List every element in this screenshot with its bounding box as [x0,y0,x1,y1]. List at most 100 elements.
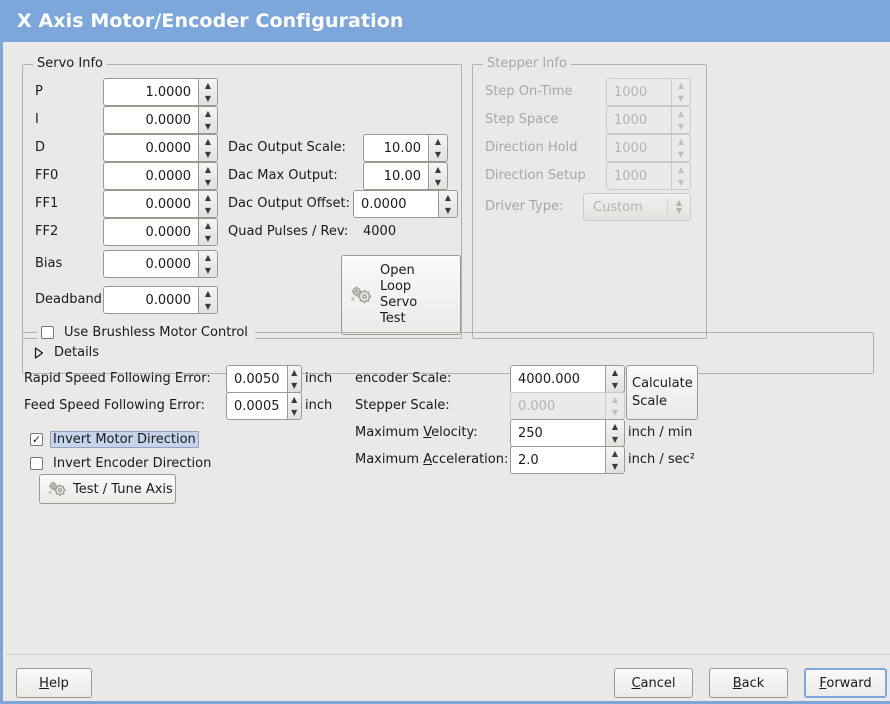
spin-down-icon[interactable]: ▼ [434,177,442,187]
servo-spin-p[interactable]: 1.0000 ▲ ▼ [103,78,218,106]
spin-down-icon[interactable]: ▼ [291,380,298,390]
servo-spin-bias[interactable]: 0.0000 ▲ ▼ [103,250,218,278]
dac-output-scale-buttons[interactable]: ▲ ▼ [428,134,448,162]
rapid-speed-spin-buttons[interactable]: ▲ ▼ [286,365,302,393]
forward-button[interactable]: Forward [804,668,887,698]
spin-down-icon[interactable]: ▼ [204,177,212,187]
servo-value-i[interactable]: 0.0000 [103,106,198,134]
servo-spin-buttons-ff1[interactable]: ▲ ▼ [198,190,218,218]
help-button[interactable]: Help [16,668,92,698]
dac-output-offset-buttons[interactable]: ▲ ▼ [438,190,458,218]
servo-spin-buttons-p[interactable]: ▲ ▼ [198,78,218,106]
encoder-scale-buttons[interactable]: ▲ ▼ [605,365,625,393]
servo-spin-ff2[interactable]: 0.0000 ▲ ▼ [103,218,218,246]
spin-down-icon[interactable]: ▼ [444,205,452,215]
spin-down-icon[interactable]: ▼ [204,265,212,275]
spin-up-icon[interactable]: ▲ [204,80,212,90]
spin-up-icon[interactable]: ▲ [204,108,212,118]
spin-down-icon[interactable]: ▼ [434,149,442,159]
feed-speed-spin-buttons[interactable]: ▲ ▼ [286,392,302,420]
servo-spin-ff0[interactable]: 0.0000 ▲ ▼ [103,162,218,190]
maximum-velocity-spin[interactable]: 250 ▲ ▼ [510,419,625,447]
invert-motor-direction-checkbox[interactable]: ✓ Invert Motor Direction [30,431,199,448]
rapid-speed-following-error-value[interactable]: 0.0050 [226,365,287,393]
servo-spin-d[interactable]: 0.0000 ▲ ▼ [103,134,218,162]
spin-down-icon[interactable]: ▼ [204,149,212,159]
open-loop-servo-test-button[interactable]: Open Loop Servo Test [341,255,461,335]
spin-up-icon[interactable]: ▲ [611,421,619,431]
servo-label-deadband: Deadband [35,292,102,307]
checkbox-indicator[interactable]: ✓ [30,433,43,446]
dac-max-output-spin[interactable]: 10.00 ▲ ▼ [363,162,448,190]
cancel-button[interactable]: Cancel [614,668,693,698]
checkbox-indicator[interactable] [41,326,54,339]
step-space-buttons: ▲ ▼ [671,106,691,134]
rapid-speed-following-error-spin[interactable]: 0.0050 ▲ ▼ [226,365,302,393]
servo-value-ff1[interactable]: 0.0000 [103,190,198,218]
calculate-scale-button[interactable]: Calculate Scale [626,365,698,420]
servo-spin-ff1[interactable]: 0.0000 ▲ ▼ [103,190,218,218]
spin-down-icon[interactable]: ▼ [204,93,212,103]
spin-up-icon[interactable]: ▲ [204,252,212,262]
maximum-velocity-value[interactable]: 250 [510,419,605,447]
spin-up-icon[interactable]: ▲ [204,164,212,174]
spin-up-icon[interactable]: ▲ [291,367,298,377]
spin-down-icon[interactable]: ▼ [611,380,619,390]
use-brushless-motor-control-checkbox[interactable]: Use Brushless Motor Control [37,324,255,341]
spin-up-icon[interactable]: ▲ [204,136,212,146]
servo-spin-buttons-ff0[interactable]: ▲ ▼ [198,162,218,190]
spin-down-icon[interactable]: ▼ [611,461,619,471]
spin-up-icon[interactable]: ▲ [434,164,442,174]
servo-value-ff2[interactable]: 0.0000 [103,218,198,246]
feed-speed-following-error-spin[interactable]: 0.0005 ▲ ▼ [226,392,302,420]
servo-label-bias: Bias [35,256,63,271]
servo-value-d[interactable]: 0.0000 [103,134,198,162]
spin-down-icon[interactable]: ▼ [204,121,212,131]
spin-up-icon[interactable]: ▲ [611,367,619,377]
dac-output-scale-value[interactable]: 10.00 [363,134,428,162]
spin-down-icon[interactable]: ▼ [204,301,212,311]
servo-spin-deadband[interactable]: 0.0000 ▲ ▼ [103,286,218,314]
details-expander[interactable]: Details [33,345,99,360]
feed-speed-following-error-value[interactable]: 0.0005 [226,392,287,420]
servo-value-p[interactable]: 1.0000 [103,78,198,106]
test-tune-axis-button[interactable]: Test / Tune Axis [39,474,176,504]
dac-max-output-value[interactable]: 10.00 [363,162,428,190]
servo-spin-buttons-d[interactable]: ▲ ▼ [198,134,218,162]
checkbox-indicator[interactable] [30,457,43,470]
servo-spin-i[interactable]: 0.0000 ▲ ▼ [103,106,218,134]
spin-down-icon[interactable]: ▼ [204,205,212,215]
dac-max-output-buttons[interactable]: ▲ ▼ [428,162,448,190]
spin-down-icon[interactable]: ▼ [204,233,212,243]
dac-output-scale-spin[interactable]: 10.00 ▲ ▼ [363,134,448,162]
servo-value-bias[interactable]: 0.0000 [103,250,198,278]
servo-spin-buttons-bias[interactable]: ▲ ▼ [198,250,218,278]
servo-spin-buttons-ff2[interactable]: ▲ ▼ [198,218,218,246]
spin-up-icon[interactable]: ▲ [434,136,442,146]
servo-info-group: Servo Info P I D FF0 FF1 FF2 Bias Deadba… [22,56,462,339]
spin-down-icon[interactable]: ▼ [291,407,298,417]
servo-value-ff0[interactable]: 0.0000 [103,162,198,190]
back-button[interactable]: Back [709,668,788,698]
servo-spin-buttons-i[interactable]: ▲ ▼ [198,106,218,134]
spin-up-icon[interactable]: ▲ [204,192,212,202]
maximum-velocity-buttons[interactable]: ▲ ▼ [605,419,625,447]
servo-spin-buttons-deadband[interactable]: ▲ ▼ [198,286,218,314]
spin-up-icon[interactable]: ▲ [291,394,298,404]
invert-encoder-direction-checkbox[interactable]: Invert Encoder Direction [30,455,214,472]
triangle-right-icon[interactable] [33,346,45,360]
encoder-scale-value[interactable]: 4000.000 [510,365,605,393]
dac-output-offset-spin[interactable]: 0.0000 ▲ ▼ [353,190,458,218]
spin-down-icon[interactable]: ▼ [611,434,619,444]
spin-up-icon[interactable]: ▲ [444,192,452,202]
maximum-acceleration-spin[interactable]: 2.0 ▲ ▼ [510,446,625,474]
spin-up-icon[interactable]: ▲ [611,448,619,458]
direction-hold-value: 1000 [606,134,671,162]
maximum-acceleration-buttons[interactable]: ▲ ▼ [605,446,625,474]
maximum-acceleration-value[interactable]: 2.0 [510,446,605,474]
encoder-scale-spin[interactable]: 4000.000 ▲ ▼ [510,365,625,393]
dac-output-offset-value[interactable]: 0.0000 [353,190,438,218]
servo-value-deadband[interactable]: 0.0000 [103,286,198,314]
spin-up-icon[interactable]: ▲ [204,288,212,298]
spin-up-icon[interactable]: ▲ [204,220,212,230]
